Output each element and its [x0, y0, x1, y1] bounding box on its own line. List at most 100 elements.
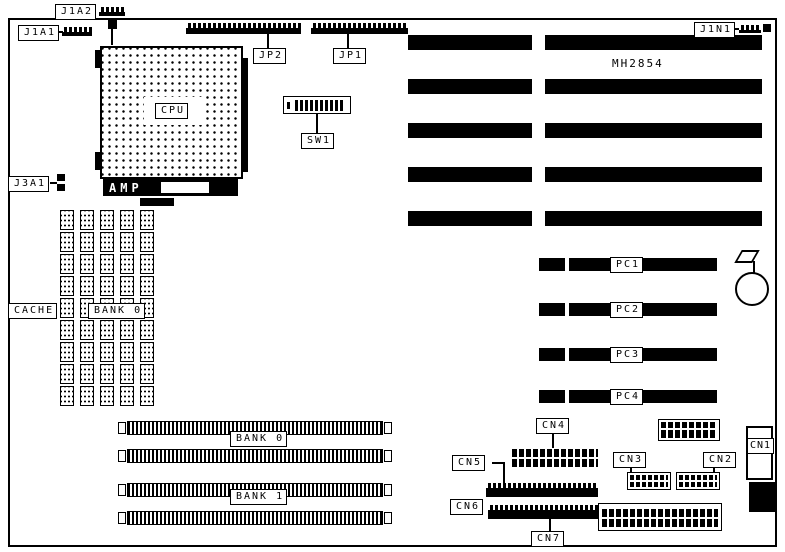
cache-chip: [120, 276, 134, 296]
leader-line: [347, 34, 349, 48]
cache-chip: [80, 342, 94, 362]
isa-slot-bar: [545, 35, 762, 50]
cache-chip: [120, 320, 134, 340]
simm-clip: [384, 484, 392, 496]
cache-chip: [80, 254, 94, 274]
brand-bar-window: [161, 182, 209, 193]
cpu-brand-text: AMP: [109, 181, 143, 195]
connector-label-cn1: CN1: [747, 438, 775, 454]
cache-chip: [60, 364, 74, 384]
socket-tab: [95, 50, 100, 68]
cache-chip: [80, 320, 94, 340]
leader-line: [552, 433, 554, 448]
board-outline: [8, 18, 777, 547]
j1a2-pin-header-icon: [99, 7, 125, 16]
connector-label-cn3: CN3: [613, 452, 647, 468]
simm-slot: [118, 449, 392, 463]
socket-tab: [95, 152, 100, 170]
cn2-pin-header: [676, 472, 720, 490]
jumper-label-j3a1: J3A1: [8, 176, 50, 192]
cache-chip: [120, 254, 134, 274]
simm-clip: [118, 450, 126, 462]
cn2-pins: [679, 475, 717, 487]
cache-chip: [120, 232, 134, 252]
bottom-pins: [602, 507, 718, 527]
connector-label-cn2: CN2: [703, 452, 737, 468]
cache-chip: [100, 232, 114, 252]
cache-chip: [60, 254, 74, 274]
simm-slot-body: [127, 449, 383, 463]
cache-chip: [60, 386, 74, 406]
isa-slot-bar: [408, 123, 532, 138]
j1a1-pin-header-icon: [62, 27, 92, 36]
simm-bank0-label: BANK 0: [230, 431, 288, 447]
leader-line: [316, 114, 318, 133]
cache-chip: [60, 232, 74, 252]
simm-clip: [384, 450, 392, 462]
cache-chip: [120, 386, 134, 406]
isa-slot-bar: [545, 123, 762, 138]
j3a1-pin: [57, 184, 65, 191]
cache-chip: [120, 342, 134, 362]
cache-chip: [140, 320, 154, 340]
cache-chip: [120, 364, 134, 384]
cache-label: CACHE: [8, 303, 58, 319]
cpu-brand-bar: AMP: [103, 179, 238, 196]
jumper-label-j1n1: J1N1: [694, 22, 736, 38]
jumper-label-sw1: SW1: [301, 133, 335, 149]
cache-chip: [100, 364, 114, 384]
jumper-label-j1a2: J1A2: [55, 4, 97, 20]
leader-line: [733, 28, 739, 30]
power-connector: [749, 482, 775, 512]
isa-slot-bar: [408, 79, 532, 94]
cache-chip: [120, 210, 134, 230]
cache-chip: [100, 254, 114, 274]
leader-line: [492, 462, 504, 464]
pci-slot-label: PC4: [610, 389, 644, 405]
pci-slot-key: [565, 348, 569, 361]
model-number: MH2854: [612, 57, 664, 70]
leader-line: [267, 34, 269, 48]
cache-chip: [60, 342, 74, 362]
cn3-pin-header: [627, 472, 671, 490]
simm-clip: [118, 422, 126, 434]
cache-chip: [140, 386, 154, 406]
connector-label-cn5: CN5: [452, 455, 486, 471]
cache-chip: [80, 386, 94, 406]
pci-slot-label: PC1: [610, 257, 644, 273]
misc-pins: [661, 422, 717, 438]
jumper-label-j1a1: J1A1: [18, 25, 60, 41]
socket-detail-bar: [140, 198, 174, 206]
cache-chip: [80, 210, 94, 230]
isa-slot-bar: [408, 167, 532, 182]
leader-line: [630, 467, 632, 473]
cache-chip: [100, 320, 114, 340]
simm-slot-body: [127, 511, 383, 525]
cache-chip: [100, 276, 114, 296]
isa-slot-bar: [408, 35, 532, 50]
simm-clip: [384, 512, 392, 524]
cache-chip: [80, 232, 94, 252]
leader-line: [503, 462, 505, 484]
cache-chip: [60, 298, 74, 318]
connector-label-cn4: CN4: [536, 418, 570, 434]
jumper-label-jp1: JP1: [333, 48, 367, 64]
battery: [735, 272, 769, 306]
socket-lever: [243, 58, 248, 172]
j1a2-component: [108, 20, 117, 29]
simm-slot: [118, 511, 392, 525]
cache-chip: [140, 276, 154, 296]
cpu-label: CPU: [155, 103, 189, 119]
sw1-switches: [293, 100, 345, 111]
cn5-connector: [486, 483, 598, 497]
cache-chip: [100, 210, 114, 230]
simm-clip: [118, 484, 126, 496]
isa-slot-bar: [545, 167, 762, 182]
cache-chip: [140, 210, 154, 230]
pci-slot-label: PC3: [610, 347, 644, 363]
isa-slot-bar: [545, 211, 762, 226]
cn6-connector: [488, 505, 598, 519]
battery-stem: [753, 261, 755, 274]
simm-clip: [384, 422, 392, 434]
